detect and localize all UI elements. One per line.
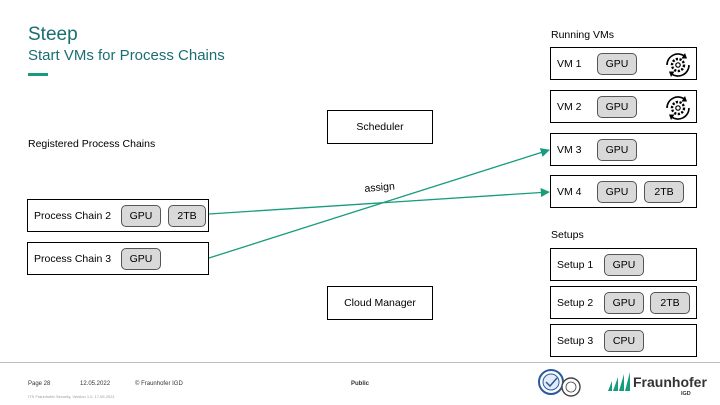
running-vms-heading: Running VMs [551,29,615,41]
vm-4-box: VM 4 GPU 2TB [550,175,697,208]
scheduler-box: Scheduler [327,110,433,144]
setup-1-box: Setup 1 GPU [550,248,697,281]
vm-4-tag-2tb: 2TB [644,181,684,203]
footer-small-print: ITS Fraunhofer Security, Version 1.0, 17… [28,394,115,399]
vm-3-tag-gpu: GPU [597,139,637,161]
setup-3-tag-cpu: CPU [604,330,644,352]
page-title: Steep [28,24,78,45]
footer-divider [0,362,720,363]
vm-3-label: VM 3 [557,144,582,156]
setups-heading: Setups [551,229,584,241]
setup-2-box: Setup 2 GPU 2TB [550,286,697,319]
arrow-chain2-to-vm4 [208,187,550,215]
registered-chains-heading: Registered Process Chains [28,138,156,150]
fraunhofer-logo-icon [608,372,630,391]
arrow-chain3-to-vm3 [208,148,550,259]
gear-cycle-icon [666,53,690,77]
setup-1-label: Setup 1 [557,259,594,271]
title-accent-bar [28,73,48,76]
process-chain-3-tag-gpu: GPU [121,248,161,270]
cloud-manager-box: Cloud Manager [327,286,433,320]
setup-2-tag-gpu: GPU [604,292,644,314]
page-subtitle: Start VMs for Process Chains [28,47,225,64]
footer-date: 12.05.2022 [80,381,111,387]
vm-2-tag-gpu: GPU [597,96,637,118]
fraunhofer-logo-sub: IGD [681,391,691,397]
vm-1-box: VM 1 GPU [550,47,697,80]
certification-seal-icon [538,369,581,397]
vm-1-tag-gpu: GPU [597,53,637,75]
setup-3-label: Setup 3 [557,335,594,347]
gear-cycle-icon [666,96,690,120]
process-chain-2-label: Process Chain 2 [34,210,112,222]
footer-classification: Public [351,381,370,387]
setup-2-label: Setup 2 [557,297,594,309]
footer-copyright: © Fraunhofer IGD [135,381,183,387]
vm-4-label: VM 4 [557,186,582,198]
process-chain-2-tag-gpu: GPU [121,205,161,227]
process-chain-2-tag-2tb: 2TB [168,205,206,227]
vm-2-box: VM 2 GPU [550,90,697,123]
vm-4-tag-gpu: GPU [597,181,637,203]
setup-3-box: Setup 3 CPU [550,324,697,357]
setup-1-tag-gpu: GPU [604,254,644,276]
process-chain-2-box: Process Chain 2 GPU 2TB [27,199,209,232]
fraunhofer-logo-text: Fraunhofer [633,374,707,390]
process-chain-3-label: Process Chain 3 [34,253,112,265]
footer-page: Page 28 [28,381,51,387]
vm-2-label: VM 2 [557,101,582,113]
vm-3-box: VM 3 GPU [550,133,697,166]
process-chain-3-box: Process Chain 3 GPU [27,242,209,275]
vm-1-label: VM 1 [557,58,582,70]
setup-2-tag-2tb: 2TB [650,292,690,314]
